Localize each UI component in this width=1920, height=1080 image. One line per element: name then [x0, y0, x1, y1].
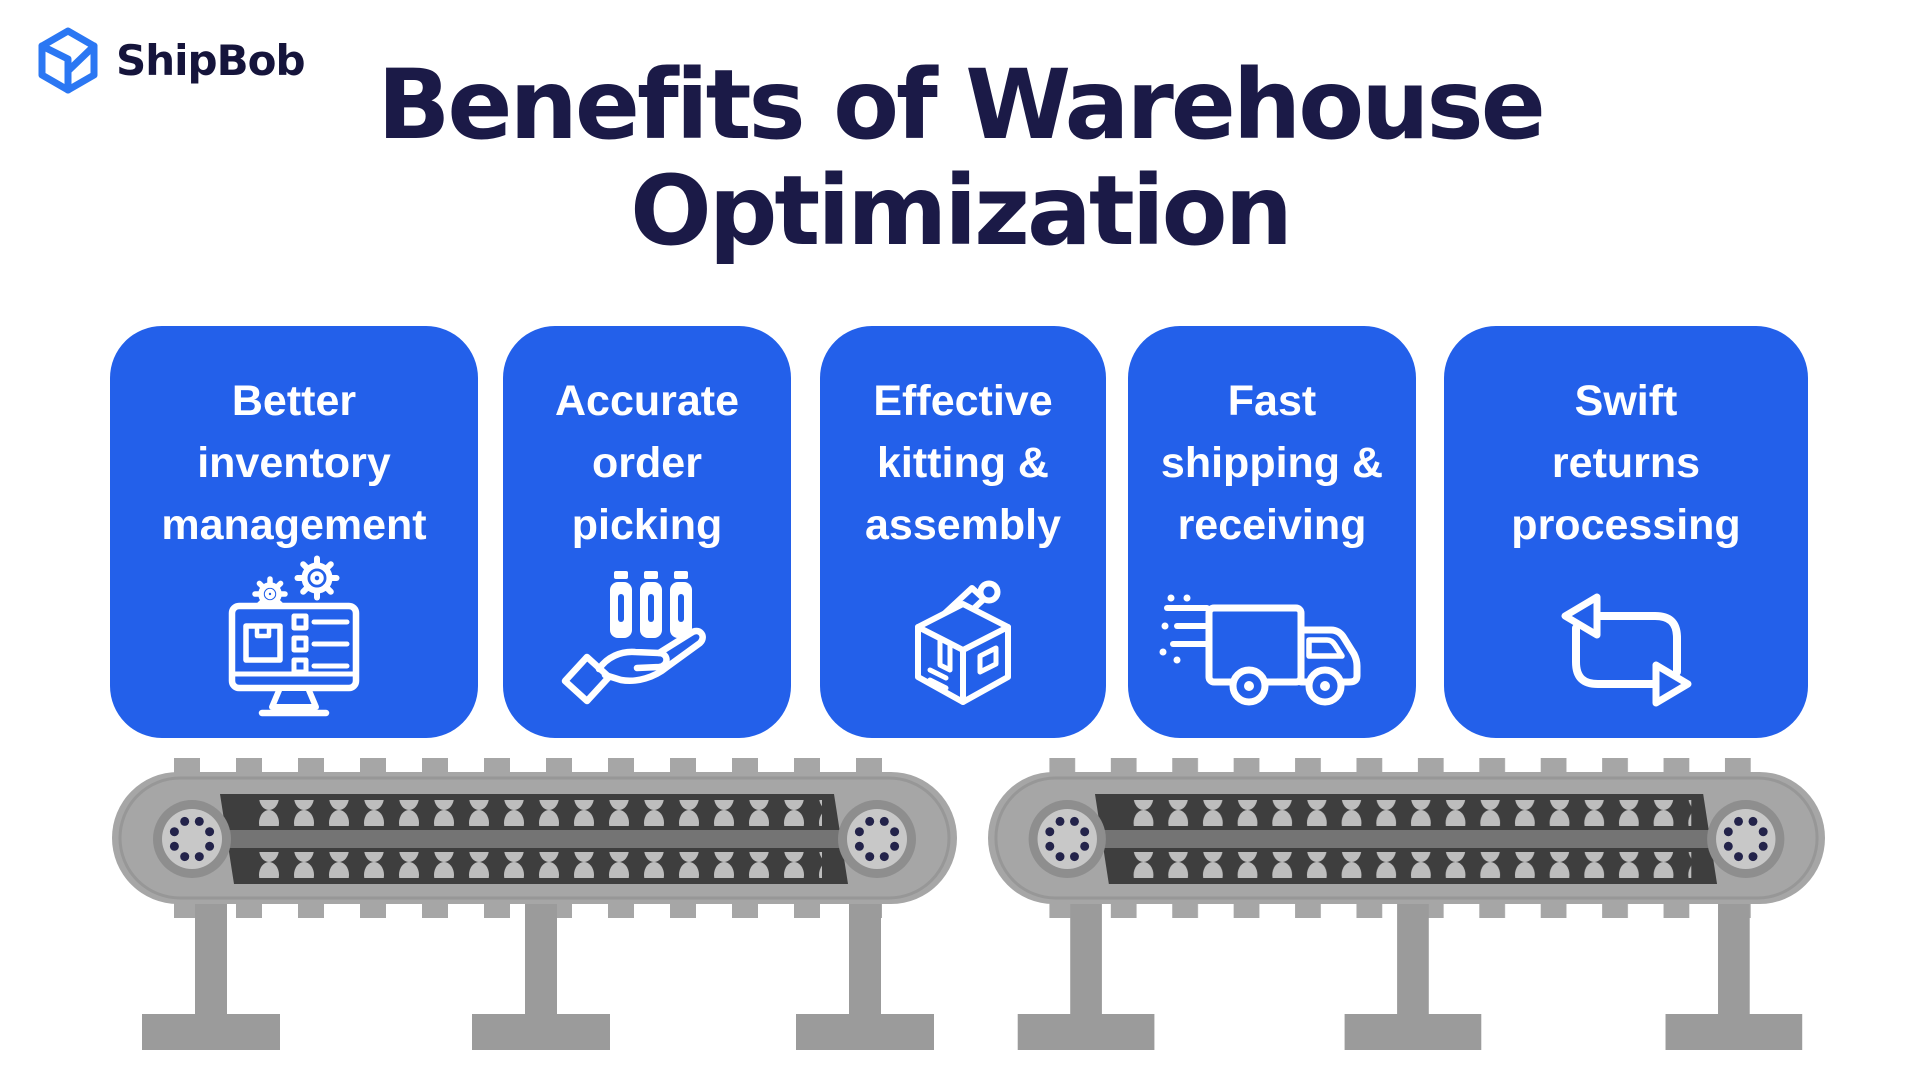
- page-title: Benefits of Warehouse Optimization: [0, 52, 1920, 264]
- card-title-line: management: [161, 501, 427, 549]
- card-title-line: assembly: [864, 501, 1062, 549]
- benefit-card-returns-processing: Swift returns processing: [1444, 326, 1808, 738]
- benefit-card-order-picking: Accurate order picking: [503, 326, 791, 738]
- card-title-line: Better: [231, 377, 357, 425]
- shipbob-box-logo-icon: [38, 27, 98, 94]
- card-title-line: order: [592, 439, 702, 487]
- fast-shipping-truck-icon: [1128, 590, 1416, 720]
- logo-wordmark: ShipBob: [116, 35, 306, 85]
- inventory-management-monitor-icon: [110, 550, 478, 720]
- card-title-line: Swift: [1574, 377, 1678, 425]
- returns-processing-arrows-icon: [1444, 580, 1808, 720]
- benefit-card-kitting-assembly: Effective kitting & assembly: [820, 326, 1106, 738]
- card-title-line: Accurate: [554, 377, 740, 425]
- card-title-line: kitting &: [877, 439, 1049, 487]
- card-title-line: Fast: [1227, 377, 1317, 425]
- conveyor-belt-right: [988, 758, 1825, 1050]
- card-title-line: inventory: [197, 439, 391, 487]
- order-picking-hand-bottles-icon: [503, 565, 791, 720]
- benefit-card-shipping-receiving: Fast shipping & receiving: [1128, 326, 1416, 738]
- page-title-line2: Optimization: [630, 155, 1293, 267]
- card-title-line: picking: [571, 501, 723, 549]
- card-title: Accurate order picking: [503, 326, 791, 556]
- conveyor-belt-left: [112, 758, 957, 1050]
- kitting-assembly-box-icon: [820, 570, 1106, 720]
- page-title-line1: Benefits of Warehouse: [377, 49, 1546, 161]
- shipbob-logo: ShipBob: [36, 26, 306, 94]
- card-title: Fast shipping & receiving: [1128, 326, 1416, 556]
- card-title-line: processing: [1511, 501, 1741, 549]
- benefit-card-inventory-management: Better inventory management: [110, 326, 478, 738]
- card-title-line: Effective: [873, 377, 1053, 425]
- card-title: Better inventory management: [110, 326, 478, 556]
- card-title-line: receiving: [1177, 501, 1367, 549]
- card-title-line: shipping &: [1160, 439, 1384, 487]
- card-title-line: returns: [1551, 439, 1701, 487]
- card-title: Effective kitting & assembly: [820, 326, 1106, 556]
- card-title: Swift returns processing: [1444, 326, 1808, 556]
